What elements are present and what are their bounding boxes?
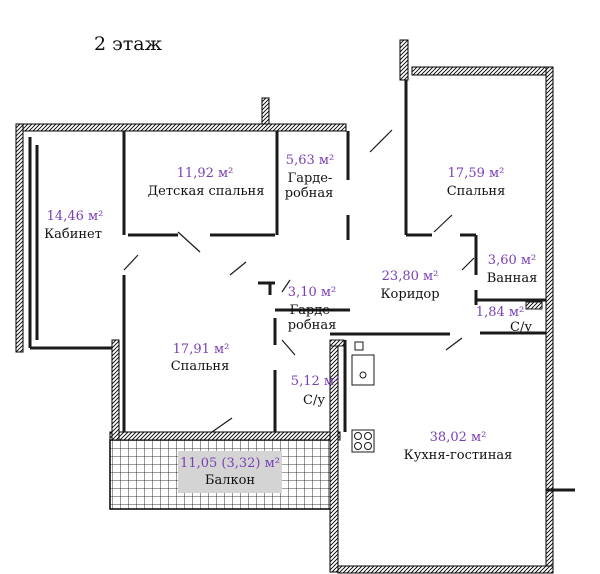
su1-name: С/у — [510, 320, 532, 335]
vannaya-name: Ванная — [487, 271, 538, 286]
spalnya1-area: 17,59 м² — [448, 166, 505, 181]
burner-icon — [364, 432, 372, 440]
balkon-name: Балкон — [205, 473, 255, 488]
balcony-label-bg — [178, 451, 282, 493]
balkon-area: 11,05 (3,32) м² — [180, 456, 280, 471]
burner-icon — [354, 442, 362, 450]
burner-icon — [364, 442, 372, 450]
kuhnya-area: 38,02 м² — [430, 430, 487, 445]
spalnya1-name: Спальня — [447, 184, 506, 199]
su2-name: С/у — [303, 393, 325, 408]
garderob1-name-line2: робная — [285, 186, 334, 201]
sink-drain-icon — [359, 371, 367, 379]
garderob1-area: 5,63 м² — [286, 153, 334, 168]
stove-fixture — [351, 429, 375, 453]
detskaya-area: 11,92 м² — [177, 166, 234, 181]
garderob2-name-line1: Гарде- — [290, 303, 335, 318]
koridor-name: Коридор — [380, 287, 439, 302]
kabinet-name: Кабинет — [44, 227, 102, 242]
su2-area: 5,12 м² — [291, 374, 339, 389]
su1-area: 1,84 м² — [476, 305, 524, 320]
spalnya2-area: 17,91 м² — [173, 342, 230, 357]
garderob2-area: 3,10 м² — [288, 285, 336, 300]
vent-fixture — [525, 301, 543, 310]
spalnya2-name: Спальня — [171, 359, 230, 374]
garderob2-name-line2: робная — [288, 318, 337, 333]
kuhnya-name: Кухня-гостиная — [404, 448, 513, 463]
garderob1-name-line1: Гарде- — [288, 171, 333, 186]
vannaya-area: 3,60 м² — [488, 253, 536, 268]
kabinet-area: 14,46 м² — [47, 209, 104, 224]
vent-fixture — [354, 341, 364, 351]
koridor-area: 23,80 м² — [382, 269, 439, 284]
sink-fixture — [351, 354, 375, 386]
balcony — [109, 439, 336, 510]
interior-walls — [28, 80, 575, 492]
doors — [123, 129, 475, 433]
burner-icon — [354, 432, 362, 440]
vent-fixture — [329, 339, 345, 347]
floor-title: 2 этаж — [94, 33, 163, 55]
detskaya-name: Детская спальня — [148, 184, 265, 199]
fixtures — [329, 301, 543, 453]
